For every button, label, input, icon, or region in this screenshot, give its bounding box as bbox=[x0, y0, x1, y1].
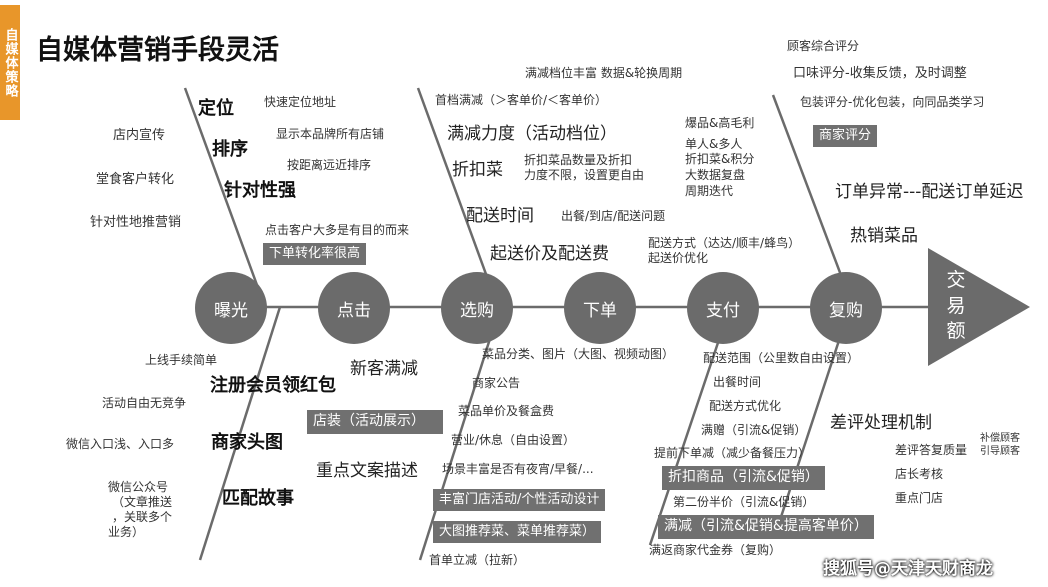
rib-exposure-bottom bbox=[198, 306, 282, 561]
label: 商家公告 bbox=[472, 376, 521, 390]
highlight-box: 商家评分 bbox=[813, 125, 878, 148]
highlight-box: 店装（活动展示） bbox=[307, 410, 443, 434]
label: 营业/休息（自由设置） bbox=[451, 433, 576, 447]
label: 折扣菜品数量及折扣 bbox=[524, 153, 633, 167]
label: 活动自由无竞争 bbox=[102, 396, 187, 410]
label: 针对性强 bbox=[224, 180, 296, 201]
rib-exposure-top bbox=[183, 87, 267, 308]
label: 快速定位地址 bbox=[264, 95, 337, 109]
label: 重点文案描述 bbox=[316, 461, 418, 481]
label: （文章推送 bbox=[112, 495, 173, 509]
page-title: 自媒体营销手段灵活 bbox=[36, 35, 279, 66]
label: 包装评分-优化包装，向同品类学习 bbox=[800, 95, 985, 109]
label: 配送方式优化 bbox=[709, 399, 782, 413]
label: 出餐时间 bbox=[713, 375, 762, 389]
label: 订单异常---配送订单延迟 bbox=[835, 182, 1024, 202]
highlight-box: 折扣商品（引流&促销） bbox=[662, 466, 825, 490]
label: 折扣菜&积分 bbox=[685, 152, 755, 166]
label: 配送范围（公里数自由设置） bbox=[703, 351, 860, 365]
label: ，关联多个 bbox=[112, 510, 173, 524]
label: 起送价及配送费 bbox=[490, 244, 609, 264]
label: 店长考核 bbox=[895, 467, 944, 481]
label: 上线手续简单 bbox=[145, 353, 218, 367]
label: 定位 bbox=[198, 98, 234, 119]
watermark: 搜狐号@天津天财商龙 bbox=[823, 559, 993, 579]
highlight-box: 大图推荐菜、菜单推荐菜） bbox=[433, 521, 602, 544]
label: 场景丰富是否有夜宵/早餐/... bbox=[442, 462, 594, 476]
label: 匹配故事 bbox=[222, 488, 294, 509]
label: 起送价优化 bbox=[648, 251, 709, 265]
label: 差评处理机制 bbox=[830, 413, 932, 433]
label: 出餐/到店/配送问题 bbox=[561, 209, 666, 223]
label: 力度不限，设置更自由 bbox=[524, 168, 645, 182]
label: 排序 bbox=[212, 139, 248, 160]
label: 点击客户大多是有目的而来 bbox=[265, 223, 410, 237]
node-exposure: 曝光 bbox=[195, 272, 267, 344]
label: 配送方式（达达/顺丰/蜂鸟） bbox=[648, 236, 801, 250]
label: 提前下单减（减少备餐压力） bbox=[654, 446, 811, 460]
label: 折扣菜 bbox=[452, 160, 503, 180]
label: 首单立减（拉新） bbox=[429, 553, 526, 567]
label: 按距离远近排序 bbox=[287, 158, 372, 172]
node-order: 下单 bbox=[564, 272, 636, 344]
label: 首档满减（＞客单价/＜客单价） bbox=[435, 93, 608, 107]
highlight-box: 丰富门店活动/个性活动设计 bbox=[433, 489, 606, 512]
rib-pay-bottom bbox=[648, 306, 732, 546]
label: 配送时间 bbox=[466, 206, 534, 226]
label: 业务） bbox=[108, 525, 145, 539]
section-tag: 自媒体策略 bbox=[0, 5, 20, 120]
label: 微信公众号 bbox=[108, 480, 169, 494]
label: 差评答复质量 bbox=[895, 443, 968, 457]
label: 微信入口浅、入口多 bbox=[66, 437, 175, 451]
rib-repurchase-top bbox=[771, 94, 855, 308]
head-label: 交易额 bbox=[946, 269, 966, 343]
label: 满返商家代金券（复购） bbox=[649, 543, 782, 557]
label: 爆品&高毛利 bbox=[685, 116, 755, 130]
label: 新客满减 bbox=[350, 359, 418, 379]
label: 第二份半价（引流&促销） bbox=[673, 495, 815, 509]
head-arrow bbox=[928, 248, 1030, 366]
label: 店内宣传 bbox=[113, 128, 166, 143]
node-repurchase: 复购 bbox=[810, 272, 882, 344]
node-select: 选购 bbox=[441, 272, 513, 344]
label: 满减档位丰富 数据&轮换周期 bbox=[525, 66, 683, 80]
label: 周期迭代 bbox=[685, 184, 734, 198]
label: 热销菜品 bbox=[850, 226, 918, 246]
label: 显示本品牌所有店铺 bbox=[276, 127, 385, 141]
label: 菜品分类、图片（大图、视频动图） bbox=[482, 347, 675, 361]
label: 口味评分-收集反馈，及时调整 bbox=[793, 66, 967, 81]
rib-select-bottom bbox=[418, 306, 502, 561]
label: 注册会员领红包 bbox=[210, 375, 336, 396]
label: 满赠（引流&促销） bbox=[701, 423, 807, 437]
label: 大数据复盘 bbox=[685, 168, 746, 182]
label: 补偿顾客 bbox=[980, 433, 1020, 444]
highlight-box: 满减（引流&促销&提高客单价） bbox=[658, 515, 874, 539]
node-pay: 支付 bbox=[687, 272, 759, 344]
label: 商家头图 bbox=[211, 432, 283, 453]
label: 针对性地推营销 bbox=[90, 215, 182, 230]
label: 满减力度（活动档位） bbox=[447, 124, 617, 144]
label: 顾客综合评分 bbox=[787, 39, 860, 53]
label: 菜品单价及餐盒费 bbox=[458, 404, 555, 418]
node-click: 点击 bbox=[318, 272, 390, 344]
label: 重点门店 bbox=[895, 491, 944, 505]
highlight-box: 下单转化率很高 bbox=[263, 243, 367, 266]
label: 单人&多人 bbox=[685, 137, 743, 151]
label: 引导顾客 bbox=[980, 446, 1020, 457]
label: 堂食客户转化 bbox=[96, 172, 175, 187]
rib-select-top bbox=[416, 87, 500, 308]
